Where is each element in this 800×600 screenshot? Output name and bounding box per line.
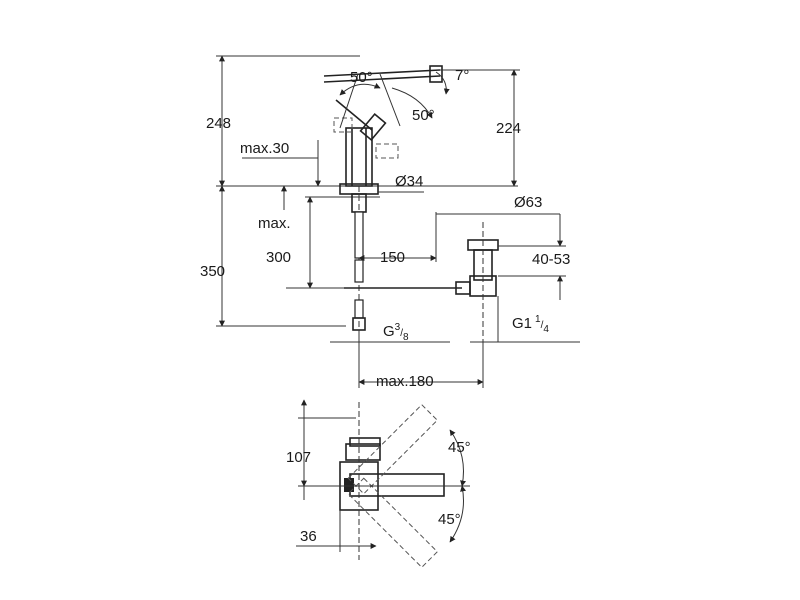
angle-arc-spout bbox=[435, 71, 450, 95]
waste-fitting bbox=[455, 222, 499, 340]
angle-arc-upper bbox=[449, 429, 466, 487]
lever-positions bbox=[333, 73, 401, 159]
top-spout bbox=[349, 473, 445, 497]
side-view: 248 224 max.30 Ø34 max. 300 350 150 Ø63 bbox=[200, 55, 580, 390]
supply-hose bbox=[352, 211, 366, 331]
angle-45-upper: 45° bbox=[448, 439, 471, 456]
dim-224: 224 bbox=[496, 120, 521, 137]
top-spout-joint bbox=[344, 478, 354, 492]
dim-d63: Ø63 bbox=[514, 194, 542, 211]
angle-arc-lever-back bbox=[339, 83, 381, 96]
dim-36: 36 bbox=[300, 528, 317, 545]
dim-150: 150 bbox=[380, 249, 405, 266]
angle-arc-lever-fwd bbox=[391, 87, 433, 119]
dim-107: 107 bbox=[286, 449, 311, 466]
angle-arc-lower bbox=[449, 485, 466, 543]
dim-max: max. bbox=[258, 215, 291, 232]
top-lever-base bbox=[345, 443, 381, 461]
top-lever-cap bbox=[349, 437, 381, 447]
dim-350: 350 bbox=[200, 263, 225, 280]
angle-45-lower: 45° bbox=[438, 511, 461, 528]
dim-4053: 40-53 bbox=[532, 251, 570, 268]
angle-50-back: 50° bbox=[350, 69, 373, 86]
dim-g38: G3/8 bbox=[383, 322, 409, 343]
dim-300: 300 bbox=[266, 249, 291, 266]
dim-max30: max.30 bbox=[240, 140, 289, 157]
angle-7: 7° bbox=[455, 67, 469, 84]
dim-248: 248 bbox=[206, 115, 231, 132]
angle-50-fwd: 50° bbox=[412, 107, 435, 124]
dim-d34: Ø34 bbox=[395, 173, 423, 190]
top-view: 45° 45° 107 36 bbox=[286, 399, 471, 569]
dim-max180: max.180 bbox=[376, 373, 434, 390]
